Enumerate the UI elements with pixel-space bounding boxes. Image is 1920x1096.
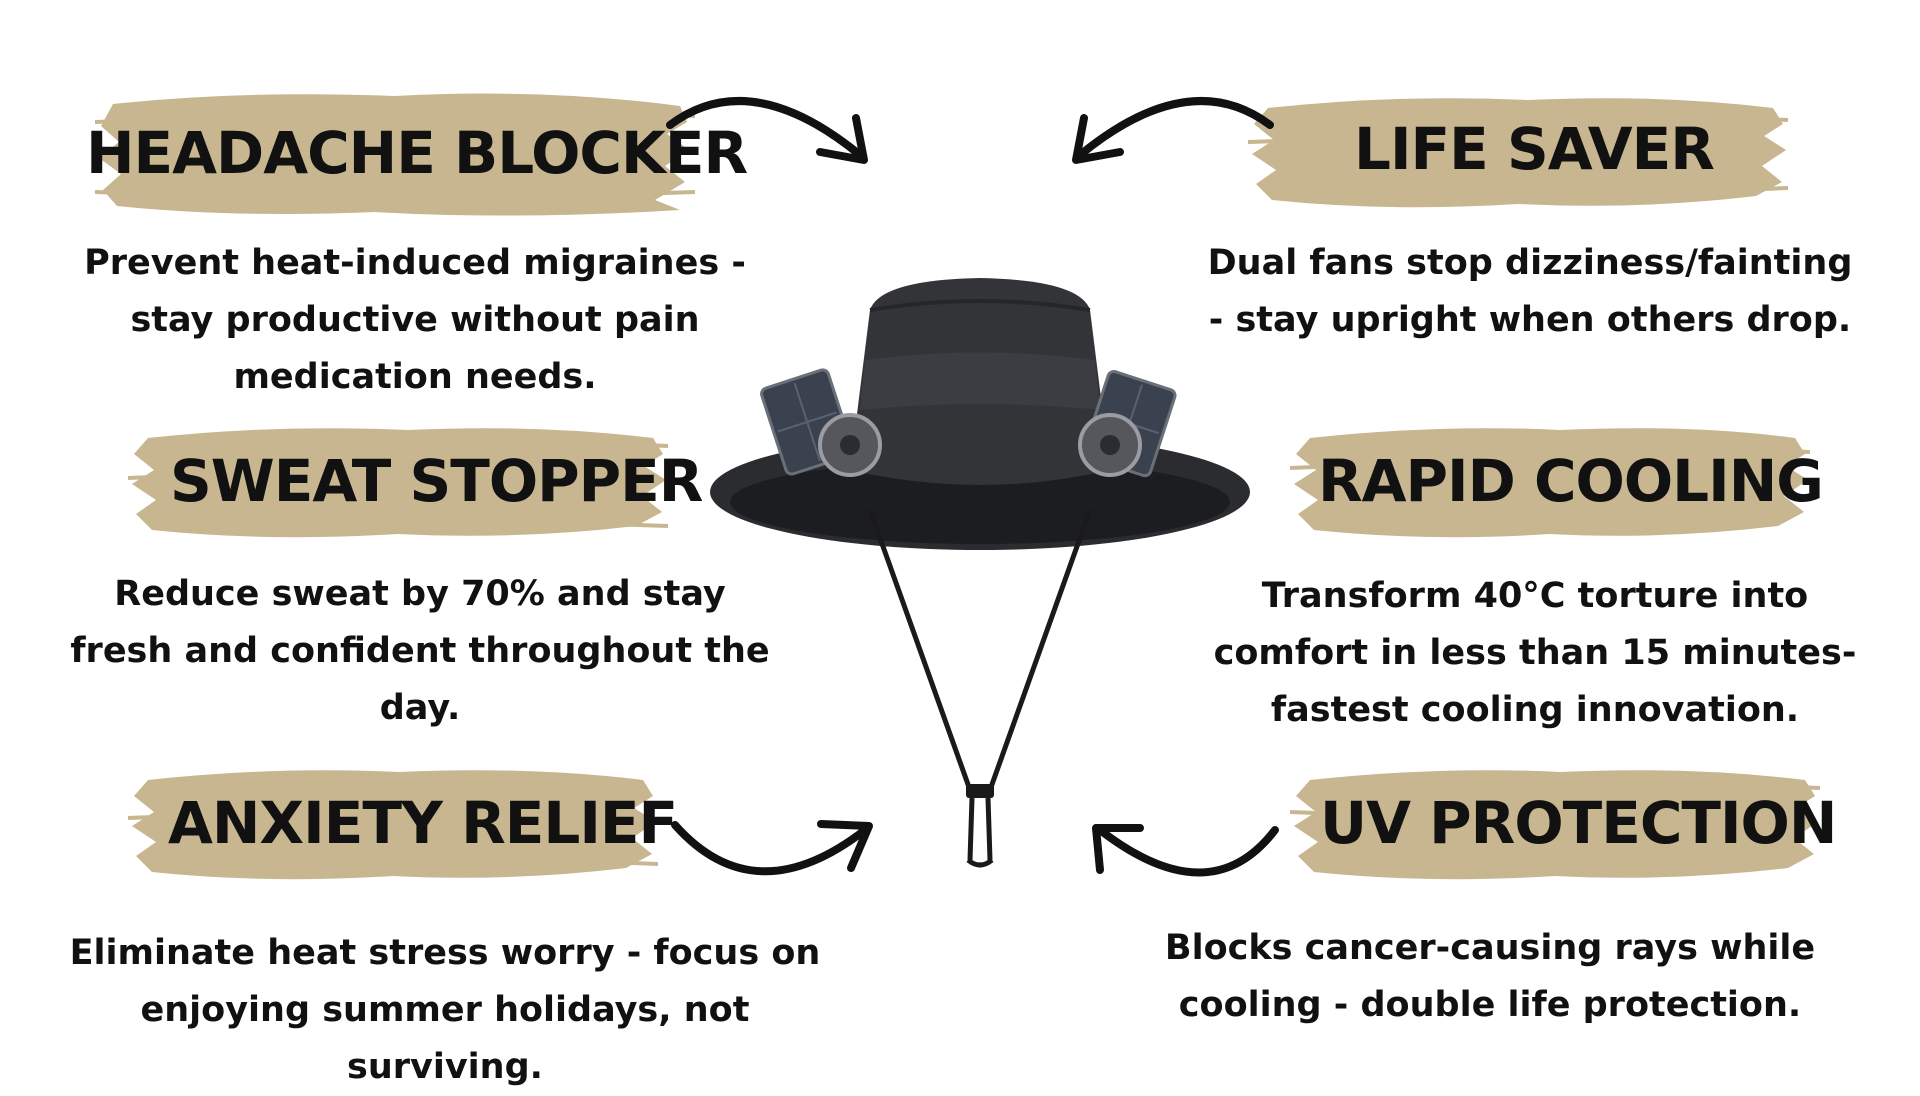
brush-stroke-uv-protection [1290, 770, 1820, 880]
feature-title-anxiety-relief: ANXIETY RELIEF [168, 789, 678, 857]
brush-stroke-headache-blocker [95, 93, 695, 216]
feature-description-sweat-stopper: Reduce sweat by 70% and stay fresh and c… [70, 574, 770, 728]
fan-bucket-hat-icon [710, 278, 1250, 868]
brush-stroke-sweat-stopper [128, 428, 668, 538]
brush-stroke-rapid-cooling [1290, 428, 1810, 538]
feature-description-headache-blocker: Prevent heat-induced migraines - stay pr… [84, 243, 746, 397]
feature-description-uv-protection: Blocks cancer-causing rays while cooling… [1164, 928, 1816, 1025]
feature-title-uv-protection: UV PROTECTION [1320, 789, 1837, 857]
brush-stroke-anxiety-relief [128, 770, 658, 880]
curved-arrow-icon [1072, 97, 1274, 164]
feature-title-headache-blocker: HEADACHE BLOCKER [86, 119, 748, 187]
curved-arrow-icon [1092, 824, 1279, 877]
feature-title-rapid-cooling: RAPID COOLING [1318, 447, 1824, 515]
feature-description-life-saver: Dual fans stop dizziness/fainting - stay… [1207, 243, 1853, 340]
feature-description-rapid-cooling: Transform 40°C torture into comfort in l… [1213, 576, 1857, 730]
brush-stroke-life-saver [1248, 98, 1788, 208]
curved-arrow-icon [671, 820, 873, 876]
feature-description-anxiety-relief: Eliminate heat stress worry - focus on e… [69, 933, 821, 1087]
curved-arrow-icon [666, 97, 868, 164]
feature-title-life-saver: LIFE SAVER [1354, 115, 1715, 183]
feature-title-sweat-stopper: SWEAT STOPPER [170, 447, 703, 515]
